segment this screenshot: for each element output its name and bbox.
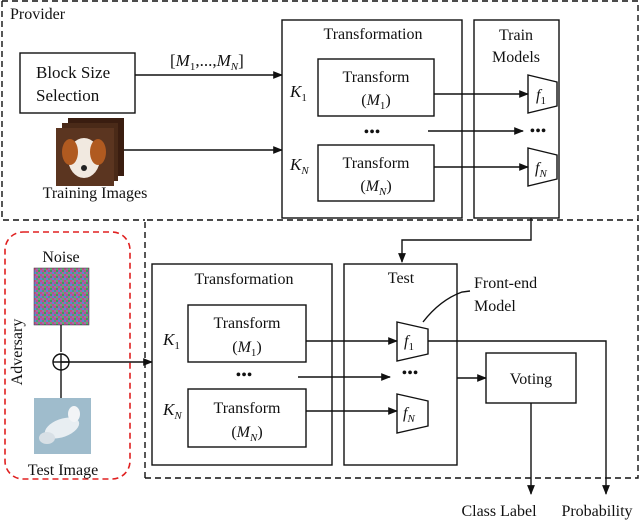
test-transformation-title: Transformation [195, 271, 294, 288]
svg-text:Transform: Transform [214, 315, 282, 332]
noise-image-icon [33, 267, 90, 326]
test-title: Test [388, 270, 415, 287]
svg-text:•••: ••• [530, 123, 547, 140]
provider-model-1: f1 [536, 87, 546, 107]
dog-photo-icon [56, 118, 124, 186]
test-model-1: f1 [404, 333, 414, 353]
provider-transformation-block: Transformation K1 Transform (M1) ••• KN … [281, 19, 463, 219]
provider-ellipsis: ••• [364, 124, 381, 141]
provider-region: Provider [1, 0, 639, 479]
provider-transform-1 [317, 58, 435, 117]
front-end-model-line-2: Model [474, 298, 516, 315]
provider-label: Provider [10, 6, 66, 23]
model-trapezoid-icon [527, 74, 558, 114]
test-block: Test f1 ••• fN [343, 263, 458, 466]
block-size-line-1: Block Size [36, 63, 110, 82]
svg-text:Transform: Transform [343, 69, 411, 86]
voting-label: Voting [510, 371, 552, 388]
svg-text:Transform: Transform [214, 400, 282, 417]
train-models-title-1: Train [499, 27, 533, 44]
model-trapezoid-icon [396, 321, 429, 362]
svg-text:Transform: Transform [343, 155, 411, 172]
provider-transformation-title: Transformation [324, 26, 423, 43]
svg-text:(MN): (MN) [360, 178, 391, 198]
test-image-icon [34, 398, 91, 454]
block-size-line-2: Selection [36, 86, 100, 105]
probability-output: Probability [561, 503, 632, 520]
provider-transform-n [317, 144, 435, 202]
adversary-label: Adversary [9, 319, 26, 386]
key-list-label: [M1,...,MN] [170, 51, 244, 73]
adversary-region: Adversary Noise Test Image [4, 231, 131, 480]
model-trapezoid-icon [527, 147, 558, 187]
training-images-label: Training Images [43, 185, 148, 202]
block-size-selection-box: Block Size Selection [19, 52, 136, 114]
train-models-block: Train Models f1 ••• fN [473, 19, 560, 219]
train-models-title-2: Models [492, 49, 540, 66]
test-transformation-block: Transformation K1 Transform (M1) ••• KN … [151, 263, 333, 466]
model-trapezoid-icon [396, 393, 429, 434]
svg-text:•••: ••• [402, 365, 419, 382]
test-image-label: Test Image [28, 462, 98, 479]
front-end-model-line-1: Front-end [474, 275, 537, 292]
test-transform-n [187, 388, 307, 448]
svg-text:(M1): (M1) [232, 339, 261, 359]
voting-box [485, 352, 577, 404]
class-label-output: Class Label [461, 503, 537, 520]
test-ellipsis: ••• [236, 367, 253, 384]
noise-label: Noise [42, 249, 79, 266]
test-transform-1 [187, 304, 307, 363]
